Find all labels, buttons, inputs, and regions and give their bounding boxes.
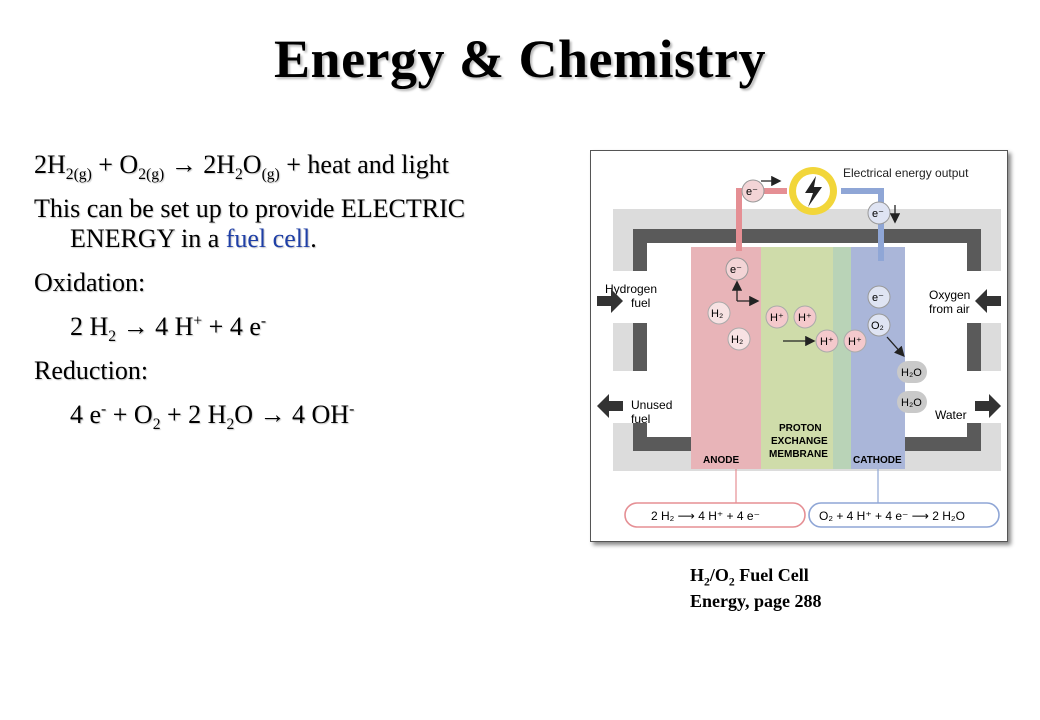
svg-text:O₂: O₂ — [871, 320, 884, 332]
reduction-equation: 4 e- + O2 + 2 H2O → 4 OH- — [70, 400, 355, 434]
combustion-equation: 2H2(g) + O2(g) → 2H2O(g) + heat and ligh… — [34, 150, 449, 184]
arrow-water — [886, 336, 905, 357]
svg-text:MEMBRANE: MEMBRANE — [769, 449, 828, 460]
arrow-water-out — [975, 394, 1001, 418]
svg-text:H₂: H₂ — [711, 308, 723, 320]
svg-text:from air: from air — [929, 302, 970, 316]
cathode-layer — [851, 247, 905, 469]
port-left-bottom — [591, 371, 647, 423]
svg-text:H⁺: H⁺ — [770, 312, 784, 324]
lightning-icon — [805, 176, 822, 207]
anode-layer — [691, 247, 761, 469]
svg-text:H⁺: H⁺ — [848, 336, 862, 348]
cathode-label: CATHODE — [853, 455, 902, 466]
proton-3 — [815, 329, 839, 353]
cathode-wire — [841, 188, 884, 261]
o2-molecule — [867, 313, 891, 337]
hydrogen-label: Hydrogen — [605, 282, 657, 296]
cathode-reaction-pill — [808, 502, 1000, 528]
svg-text:fuel: fuel — [631, 412, 650, 426]
slide-title: Energy & Chemistry — [274, 29, 766, 89]
reduction-label: Reduction: — [34, 356, 149, 385]
electron-cathode-wire — [867, 201, 891, 225]
electron-anode — [725, 257, 749, 281]
proton-1 — [765, 305, 789, 329]
svg-text:EXCHANGE: EXCHANGE — [771, 436, 828, 447]
caption-source: Energy, page 288 — [690, 591, 822, 611]
svg-text:H⁺: H⁺ — [820, 336, 834, 348]
svg-text:e⁻: e⁻ — [730, 264, 742, 276]
arrow-oxygen-in — [975, 289, 1001, 313]
figure-caption: H2/O2 Fuel Cell Energy, page 288 — [690, 562, 822, 614]
membrane-label: PROTON — [779, 423, 822, 434]
caption-title: H2/O2 Fuel Cell — [690, 565, 809, 589]
anode-wire — [736, 188, 787, 251]
electron-cathode — [867, 285, 891, 309]
oxidation-equation: 2 H2 → 4 H+ + 4 e- — [70, 312, 267, 346]
svg-text:H₂O: H₂O — [901, 397, 922, 409]
membrane-layer — [761, 247, 833, 469]
svg-text:fuel: fuel — [631, 296, 650, 310]
water-molecule-2 — [897, 391, 927, 413]
fuel-cell-diagram: Electrical energy output e⁻ e⁻ e⁻ e⁻ H₂ … — [590, 150, 1008, 542]
svg-text:O₂ + 4 H⁺ + 4 e⁻ ⟶ 2 H₂O: O₂ + 4 H⁺ + 4 e⁻ ⟶ 2 H₂O — [819, 509, 965, 523]
proton-4 — [843, 329, 867, 353]
h2-molecule-1 — [707, 301, 731, 325]
electron-anode-wire — [741, 179, 765, 203]
fuel-cell-svg: Electrical energy output e⁻ e⁻ e⁻ e⁻ H₂ … — [591, 166, 1007, 528]
arrow-hydrogen-in — [597, 289, 623, 313]
svg-text:e⁻: e⁻ — [872, 208, 884, 220]
port-right-bottom — [967, 371, 1007, 423]
arrow-unused-out — [597, 394, 623, 418]
svg-text:2 H₂ ⟶ 4 H⁺ + 4 e⁻: 2 H₂ ⟶ 4 H⁺ + 4 e⁻ — [651, 509, 760, 523]
svg-text:H⁺: H⁺ — [798, 312, 812, 324]
oxygen-label: Oxygen — [929, 288, 970, 302]
proton-2 — [793, 305, 817, 329]
svg-text:H₂: H₂ — [731, 334, 743, 346]
electrical-output-label: Electrical energy output — [843, 166, 969, 180]
unused-label: Unused — [631, 398, 672, 412]
anode-reaction-pill — [624, 502, 806, 528]
oxidation-label: Oxidation: — [34, 268, 146, 297]
water-label: Water — [935, 408, 967, 422]
svg-text:H₂O: H₂O — [901, 367, 922, 379]
fuel-cell-sentence: This can be set up to provide ELECTRIC E… — [34, 194, 466, 253]
water-molecule-1 — [897, 361, 927, 383]
svg-text:e⁻: e⁻ — [872, 292, 884, 304]
h2-molecule-2 — [727, 327, 751, 351]
anode-label: ANODE — [703, 455, 739, 466]
membrane-edge — [833, 247, 851, 469]
fuel-cell-link[interactable]: fuel cell — [225, 224, 311, 253]
svg-text:e⁻: e⁻ — [746, 186, 758, 198]
slide-body: 2H2(g) + O2(g) → 2H2O(g) + heat and ligh… — [34, 150, 574, 444]
